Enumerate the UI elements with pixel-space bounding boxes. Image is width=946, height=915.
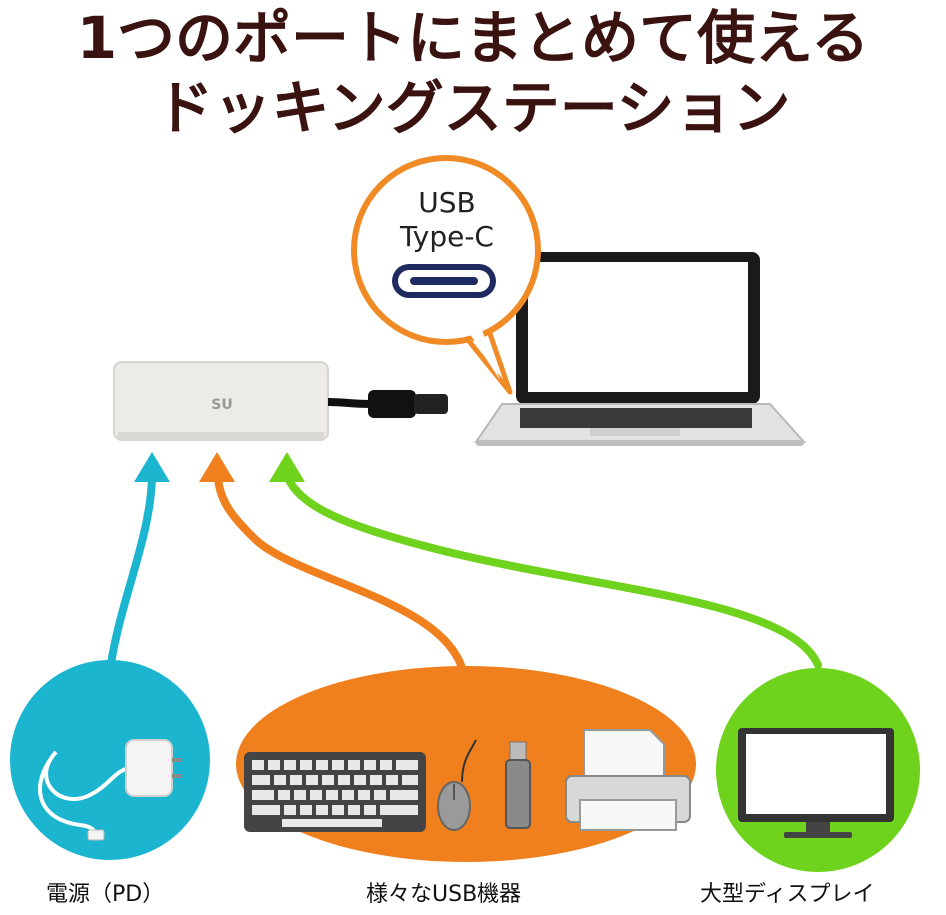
display-arrow-head — [269, 452, 305, 482]
headline-line1: 1つのポートにまとめて使える — [76, 4, 870, 72]
monitor-icon — [738, 728, 894, 838]
laptop-icon — [474, 252, 807, 446]
svg-text:SU: SU — [211, 397, 232, 413]
headline-line2: ドッキングステーション — [155, 74, 791, 142]
usb-c-callout — [351, 155, 541, 395]
usb-arrow-head — [199, 452, 235, 482]
caption-usb-devices: 様々なUSB機器 — [366, 882, 522, 907]
mouse-icon — [437, 739, 477, 831]
usb-arrow — [214, 474, 466, 672]
usb-stick-icon — [505, 741, 531, 829]
power-circle — [10, 660, 210, 860]
charger-icon — [38, 739, 182, 841]
caption-display: 大型ディスプレイ — [700, 882, 875, 907]
usb-c-port-icon — [392, 264, 496, 298]
dock-icon: SU — [113, 361, 329, 441]
keyboard-icon — [244, 752, 426, 832]
power-arrow-head — [134, 452, 170, 482]
usb-cable-icon — [327, 390, 448, 418]
display-arrow — [284, 474, 822, 669]
printer-icon — [565, 729, 691, 831]
caption-power: 電源（PD） — [46, 882, 165, 907]
callout-line2: Type-C — [400, 220, 494, 253]
callout-line1: USB — [418, 186, 476, 219]
power-arrow — [106, 474, 156, 674]
